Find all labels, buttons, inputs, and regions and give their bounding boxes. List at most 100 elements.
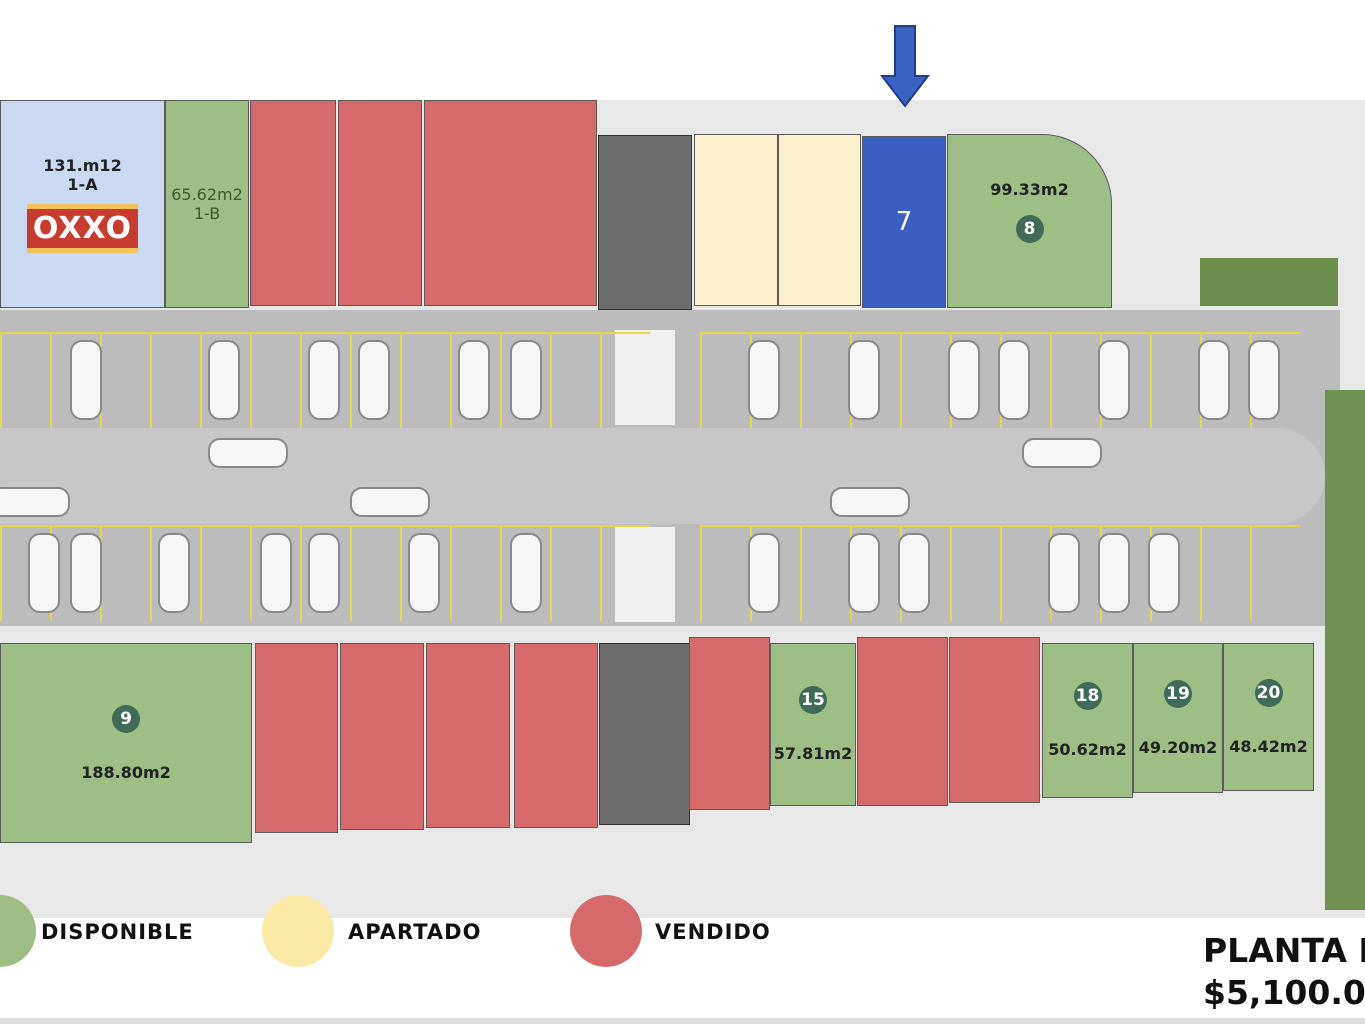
- lot-number-badge: 15: [799, 686, 827, 714]
- car: [948, 340, 980, 420]
- car: [308, 340, 340, 420]
- legend-swatch-apartado: [262, 895, 334, 967]
- lot-area: 131.m12: [43, 155, 122, 175]
- parking-stall: [500, 332, 550, 428]
- car: [208, 438, 288, 468]
- car: [158, 533, 190, 613]
- lot-reserved[interactable]: [694, 134, 778, 306]
- lot-sold[interactable]: [338, 100, 422, 306]
- lot-id: 1-A: [67, 174, 98, 194]
- lot-sold[interactable]: [255, 643, 338, 833]
- car: [260, 533, 292, 613]
- parking-stall: [1250, 525, 1300, 621]
- lot-area: 50.62m2: [1048, 740, 1127, 759]
- parking-stall: [50, 332, 100, 428]
- lot-18[interactable]: 18 50.62m2: [1042, 643, 1133, 798]
- plan-name: PLANTA B: [1203, 931, 1365, 970]
- car: [1048, 533, 1080, 613]
- parking-stall: [550, 332, 600, 428]
- legend-label-disponible: DISPONIBLE: [41, 920, 194, 944]
- parking-stall: [450, 332, 500, 428]
- bottom-border: [0, 1018, 1365, 1024]
- lot-sold[interactable]: [426, 643, 510, 828]
- lot-8[interactable]: 99.33m2 8: [947, 134, 1112, 308]
- lot-sold[interactable]: [514, 643, 598, 828]
- car: [748, 340, 780, 420]
- legend-label-apartado: APARTADO: [348, 920, 482, 944]
- car: [70, 340, 102, 420]
- lot-1b[interactable]: 65.62m2 1-B: [165, 100, 249, 308]
- parking-stall: [550, 525, 600, 621]
- parking-stall: [150, 332, 200, 428]
- lot-area: 49.20m2: [1138, 737, 1218, 757]
- lot-sold[interactable]: [949, 637, 1040, 803]
- parking-stall: [600, 525, 650, 621]
- parking-stall: [800, 332, 850, 428]
- lot-area: 65.62m2: [171, 185, 243, 204]
- driveway: [0, 428, 1325, 524]
- lot-area: 188.80m2: [81, 762, 171, 782]
- car: [1248, 340, 1280, 420]
- parking-stall: [400, 332, 450, 428]
- lot-7[interactable]: 7: [862, 136, 946, 308]
- lot-number-badge: 20: [1254, 678, 1283, 707]
- lot-9[interactable]: 9 188.80m2: [0, 643, 252, 843]
- stairs: [615, 330, 675, 425]
- lot-area: 99.33m2: [990, 180, 1069, 199]
- parking-stall: [0, 332, 50, 428]
- green-area: [1325, 390, 1365, 910]
- lot-sold[interactable]: [340, 643, 424, 830]
- parking-stall: [250, 525, 300, 621]
- lot-sold[interactable]: [250, 100, 336, 306]
- lot-number-badge: 8: [1015, 215, 1044, 243]
- oxxo-logo: OXXO: [26, 203, 139, 253]
- parking-stall: [950, 525, 1000, 621]
- car: [458, 340, 490, 420]
- lot-number-badge: 18: [1073, 682, 1102, 710]
- parking-stall: [900, 332, 950, 428]
- car: [1198, 340, 1230, 420]
- parking-stall: [700, 332, 750, 428]
- lot-15[interactable]: 15 57.81m2: [770, 643, 856, 806]
- plan-title: PLANTA B $5,100.00: [1203, 930, 1365, 1014]
- car: [848, 533, 880, 613]
- lot-20[interactable]: 20 48.42m2: [1223, 643, 1314, 791]
- stairs: [615, 527, 675, 622]
- lot-sold[interactable]: [689, 637, 770, 810]
- parking-stall: [150, 525, 200, 621]
- parking-stall: [400, 525, 450, 621]
- restrooms: [598, 135, 692, 310]
- parking-stall: [500, 525, 550, 621]
- lot-sold[interactable]: [424, 100, 597, 306]
- lot-area: 48.42m2: [1229, 736, 1308, 756]
- lot-1a[interactable]: 131.m12 1-A OXXO: [0, 100, 165, 308]
- parking-stall: [800, 525, 850, 621]
- car: [28, 533, 60, 613]
- lot-reserved[interactable]: [778, 134, 861, 306]
- car: [748, 533, 780, 613]
- parking-stall: [250, 332, 300, 428]
- car: [208, 340, 240, 420]
- parking-stall: [1150, 332, 1200, 428]
- parking-stall: [350, 525, 400, 621]
- car: [510, 533, 542, 613]
- parking-stall: [350, 332, 400, 428]
- car: [898, 533, 930, 613]
- parking-stall: [600, 332, 650, 428]
- arrow-down-icon: [880, 25, 930, 108]
- legend-swatch-vendido: [570, 895, 642, 967]
- parking-stall: [700, 525, 750, 621]
- car: [510, 340, 542, 420]
- car: [308, 533, 340, 613]
- lot-area: 57.81m2: [773, 744, 853, 763]
- lot-sold[interactable]: [857, 637, 948, 806]
- lot-19[interactable]: 19 49.20m2: [1133, 643, 1223, 793]
- restrooms: [599, 643, 690, 825]
- car: [1098, 340, 1130, 420]
- car: [70, 533, 102, 613]
- parking-stall: [300, 525, 350, 621]
- parking-stall: [100, 525, 150, 621]
- lot-number-badge: 9: [112, 704, 140, 733]
- planter: [1200, 258, 1338, 306]
- car: [408, 533, 440, 613]
